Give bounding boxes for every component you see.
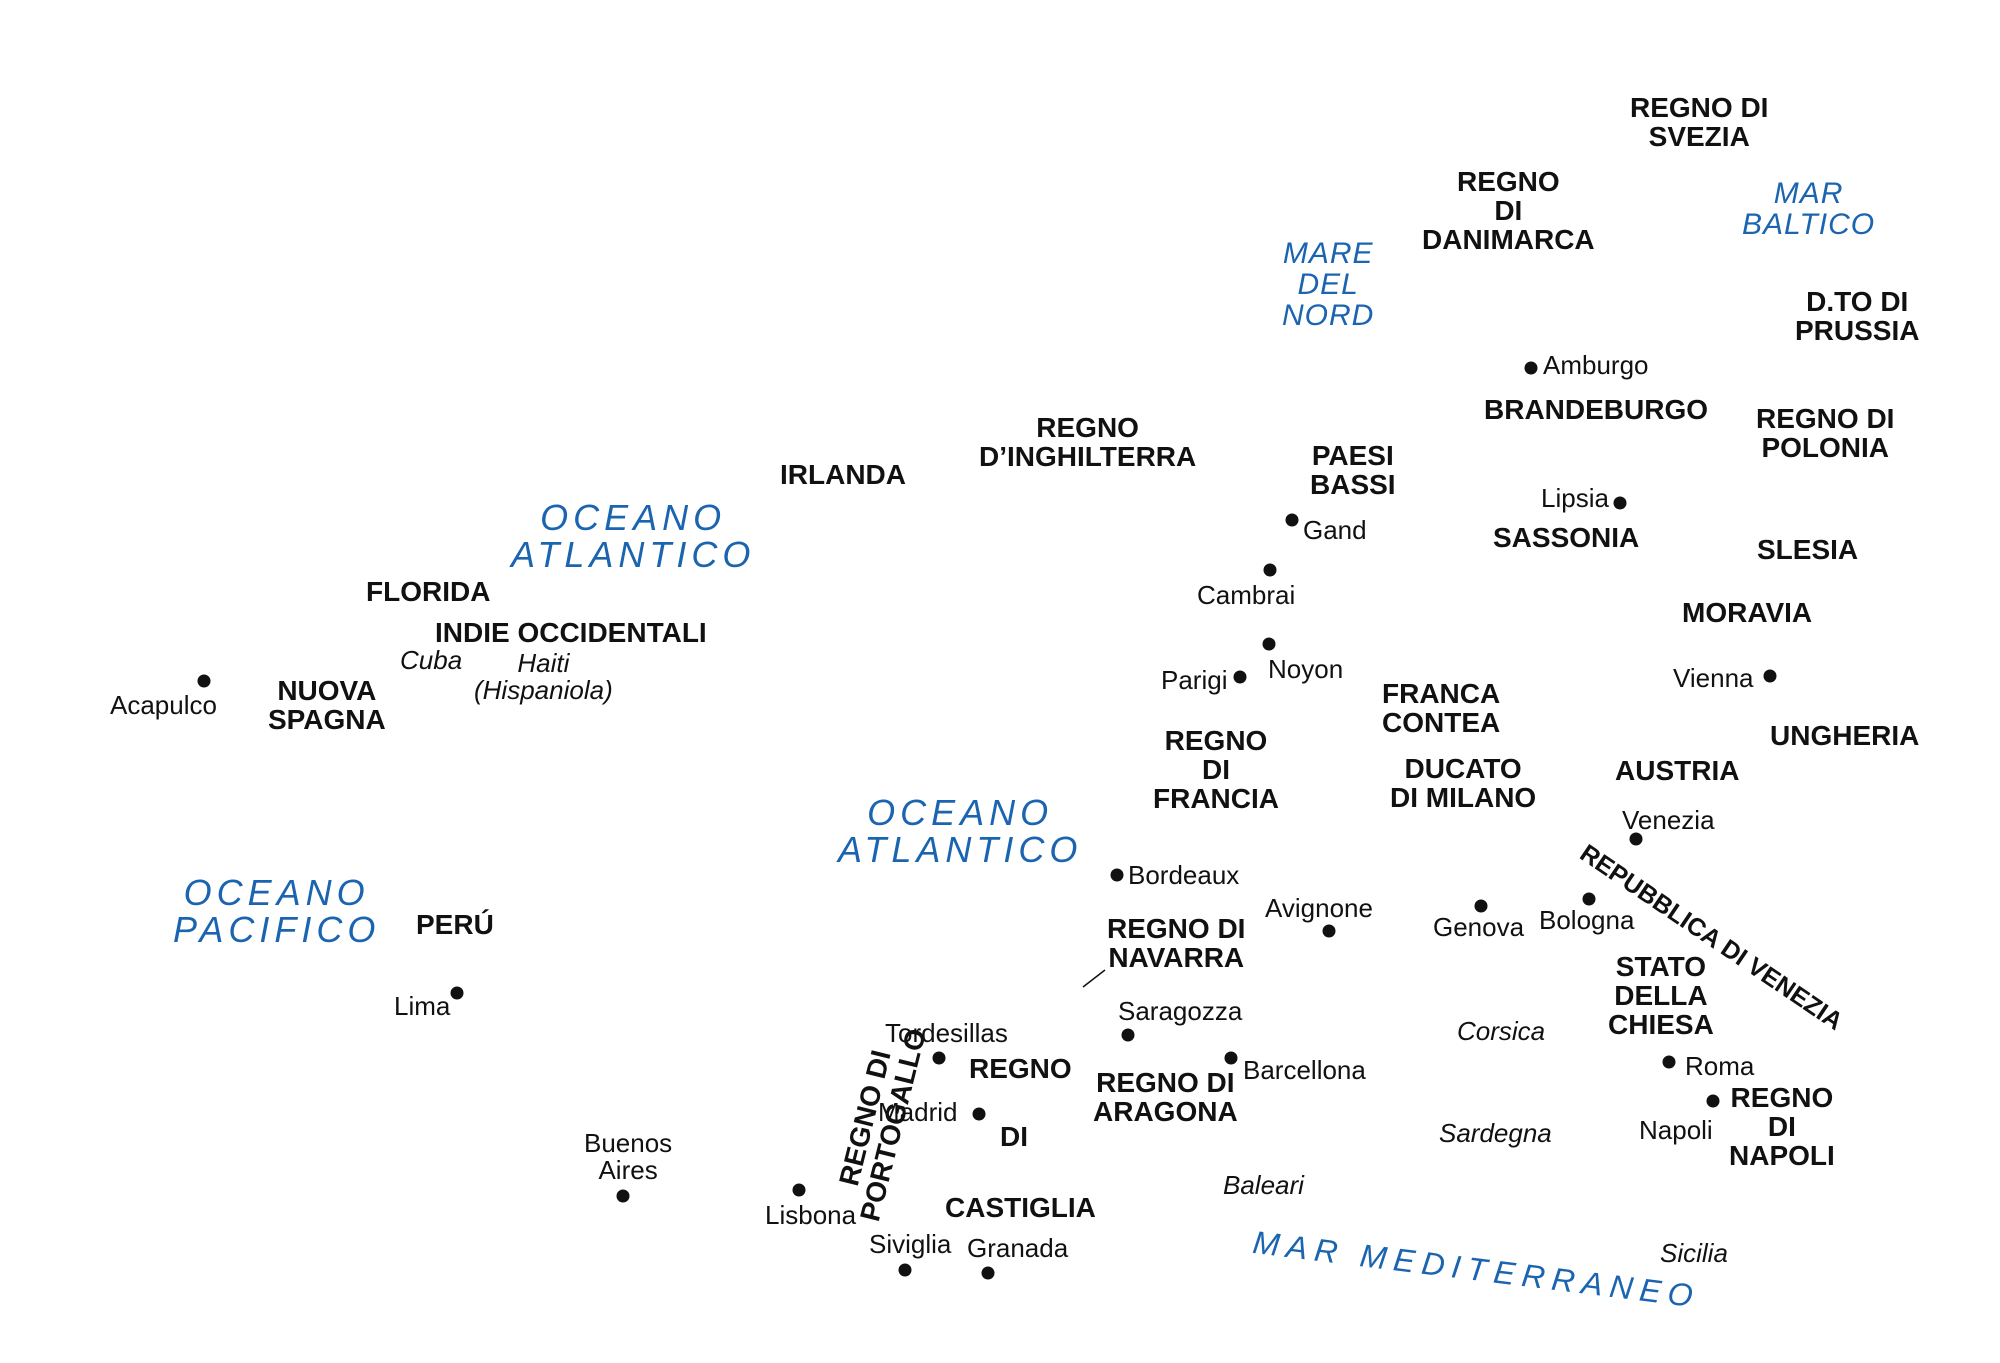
avignone-label: Avignone xyxy=(1265,893,1373,923)
paesi-bassi-label: PAESI BASSI xyxy=(1310,440,1396,501)
sassonia-label: SASSONIA xyxy=(1493,522,1640,553)
baleari-label: Baleari xyxy=(1223,1170,1304,1200)
ungheria-label: UNGHERIA xyxy=(1770,720,1920,751)
amburgo-dot xyxy=(1524,361,1538,375)
regno-di-napoli-label: REGNO DI NAPOLI xyxy=(1729,1082,1835,1172)
parigi-label: Parigi xyxy=(1161,665,1228,695)
sardegna-label: Sardegna xyxy=(1439,1118,1552,1148)
bordeaux-label: Bordeaux xyxy=(1128,860,1240,890)
haiti-label: Haiti (Hispaniola) xyxy=(474,648,613,706)
bologna-dot xyxy=(1582,892,1596,906)
acapulco-label: Acapulco xyxy=(110,690,217,720)
granada-label: Granada xyxy=(967,1233,1069,1263)
saragozza-label: Saragozza xyxy=(1118,996,1243,1026)
regno-di-navarra-label: REGNO DI NAVARRA xyxy=(1107,913,1246,974)
corsica-label: Corsica xyxy=(1457,1016,1546,1046)
mare-del-nord-label: MARE DEL NORD xyxy=(1282,237,1375,333)
slesia-label: SLESIA xyxy=(1757,534,1859,565)
tordesillas-dot xyxy=(932,1051,946,1065)
brandeburgo-label: BRANDEBURGO xyxy=(1484,394,1708,425)
irlanda-label: IRLANDA xyxy=(780,459,906,490)
roma-dot xyxy=(1662,1055,1676,1069)
buenos-aires-label: Buenos Aires xyxy=(584,1128,673,1186)
granada-dot xyxy=(981,1266,995,1280)
tordesillas-label: Tordesillas xyxy=(885,1018,1008,1048)
buenos-aires-dot xyxy=(616,1189,630,1203)
vienna-label: Vienna xyxy=(1673,663,1754,693)
regno-di-aragona-label: REGNO DI ARAGONA xyxy=(1093,1067,1238,1128)
barcellona-dot xyxy=(1224,1051,1238,1065)
regno-di-danimarca-label: REGNO DI DANIMARCA xyxy=(1422,166,1595,256)
noyon-label: Noyon xyxy=(1268,654,1344,684)
cambrai-dot xyxy=(1263,563,1277,577)
peru-label: PERÚ xyxy=(416,909,494,940)
ducato-di-prussia-label: D.TO DI PRUSSIA xyxy=(1795,286,1920,347)
lima-label: Lima xyxy=(394,991,451,1021)
lisbona-label: Lisbona xyxy=(765,1200,857,1230)
ducato-di-milano-label: DUCATO DI MILANO xyxy=(1390,753,1537,814)
cambrai-label: Cambrai xyxy=(1197,580,1296,610)
avignone-dot xyxy=(1322,924,1336,938)
saragozza-dot xyxy=(1121,1028,1135,1042)
napoli-dot xyxy=(1706,1094,1720,1108)
noyon-dot xyxy=(1262,637,1276,651)
nuova-spagna-label: NUOVA SPAGNA xyxy=(268,675,386,736)
lipsia-label: Lipsia xyxy=(1541,483,1609,513)
bologna-label: Bologna xyxy=(1539,905,1635,935)
oceano-pacifico-label: OCEANO PACIFICO xyxy=(173,872,381,951)
roma-label: Roma xyxy=(1685,1051,1755,1081)
siviglia-dot xyxy=(898,1263,912,1277)
lipsia-dot xyxy=(1613,496,1627,510)
gand-label: Gand xyxy=(1303,515,1367,545)
sicilia-label: Sicilia xyxy=(1660,1238,1728,1268)
franca-contea-label: FRANCA CONTEA xyxy=(1382,678,1501,739)
amburgo-label: Amburgo xyxy=(1543,350,1649,380)
acapulco-dot xyxy=(197,674,211,688)
regno-di-castiglia-label-3: CASTIGLIA xyxy=(945,1192,1096,1223)
cuba-label: Cuba xyxy=(400,645,463,675)
stato-della-chiesa-label: STATO DELLA CHIESA xyxy=(1608,951,1714,1041)
oceano-atlantico-sud-label: OCEANO ATLANTICO xyxy=(838,792,1083,871)
venezia-label: Venezia xyxy=(1622,805,1715,835)
austria-label: AUSTRIA xyxy=(1615,755,1740,786)
vienna-dot xyxy=(1763,669,1777,683)
regno-di-svezia-label: REGNO DI SVEZIA xyxy=(1630,92,1769,153)
regno-di-castiglia-label-1: REGNO xyxy=(969,1053,1072,1084)
barcellona-label: Barcellona xyxy=(1243,1055,1366,1085)
parigi-dot xyxy=(1233,670,1247,684)
venezia-dot xyxy=(1629,832,1643,846)
oceano-atlantico-nord-label: OCEANO ATLANTICO xyxy=(511,497,756,576)
regno-di-polonia-label: REGNO DI POLONIA xyxy=(1756,403,1895,464)
florida-label: FLORIDA xyxy=(366,576,491,607)
regno-d-inghilterra-label: REGNO D’INGHILTERRA xyxy=(979,412,1197,473)
madrid-label: Madrid xyxy=(878,1097,958,1127)
indie-occidentali-label: INDIE OCCIDENTALI xyxy=(435,617,707,648)
lisbona-dot xyxy=(792,1183,806,1197)
moravia-label: MORAVIA xyxy=(1682,597,1813,628)
regno-di-francia-label: REGNO DI FRANCIA xyxy=(1153,725,1279,815)
madrid-dot xyxy=(972,1107,986,1121)
regno-di-castiglia-label-2: DI xyxy=(1000,1121,1028,1152)
genova-dot xyxy=(1474,899,1488,913)
mar-baltico-label: MAR BALTICO xyxy=(1742,177,1876,242)
bordeaux-dot xyxy=(1110,868,1124,882)
genova-label: Genova xyxy=(1433,912,1525,942)
gand-dot xyxy=(1285,513,1299,527)
napoli-label: Napoli xyxy=(1639,1115,1713,1145)
siviglia-label: Siviglia xyxy=(869,1229,952,1259)
lima-dot xyxy=(450,986,464,1000)
